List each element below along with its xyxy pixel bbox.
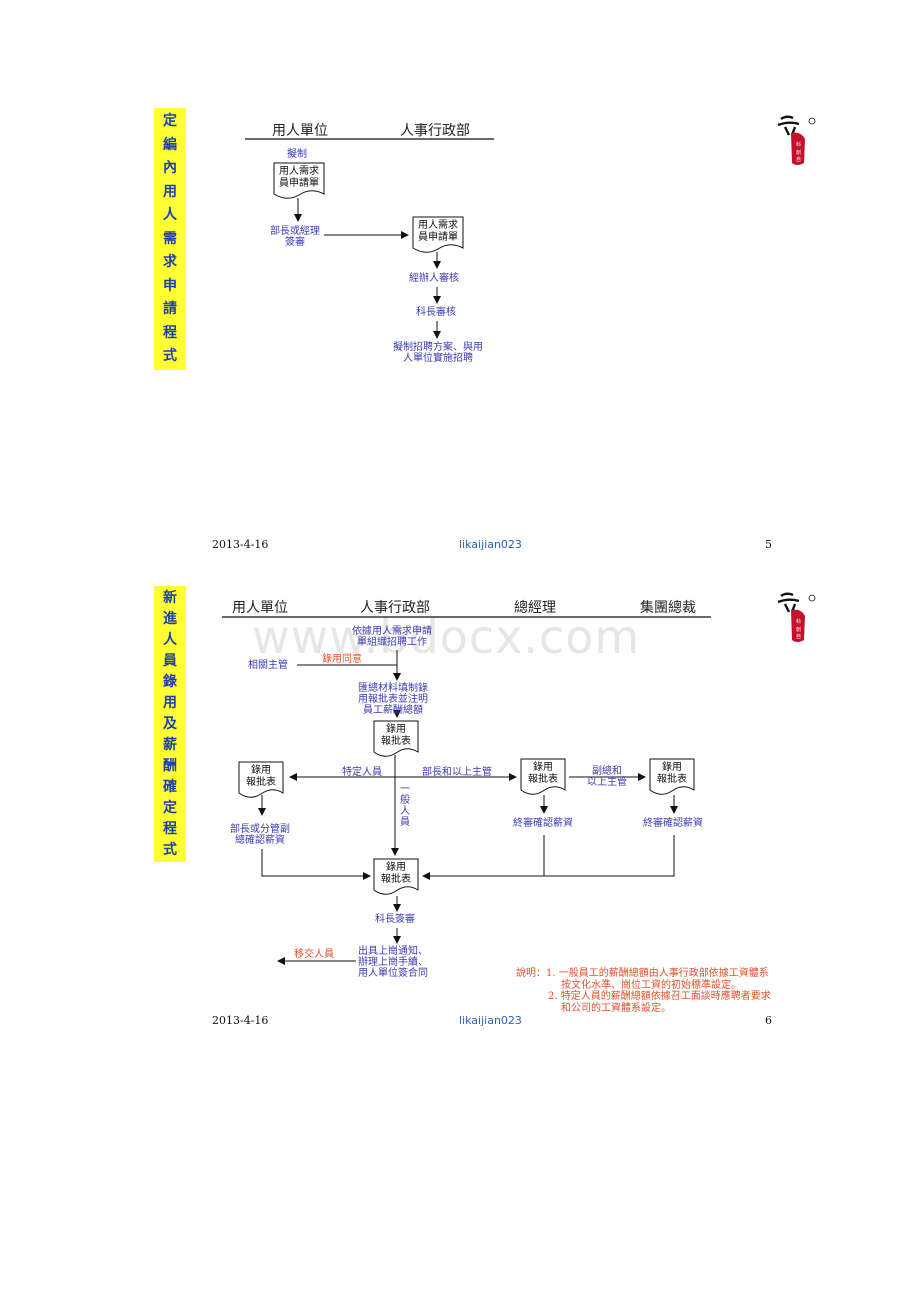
side-title-char: 請 [163,301,177,317]
slide2-header-col3: 總經理 [514,600,556,616]
document-approval-form-gm: 錄用報批表 [520,758,566,796]
document-form-b: 用人需求 員申請單 [412,216,464,254]
side-title-char: 式 [163,842,177,858]
side-title-char: 及 [163,716,177,732]
side-title-char: 人 [163,632,177,648]
note-line2b: 和公司的工資體系設定。 [561,1002,671,1014]
doc-line: 員申請單 [418,232,458,243]
label-section-review: 科長審核 [416,307,456,318]
label-section-sign: 科長簽審 [375,914,415,925]
side-title-char: 定 [163,113,177,129]
label-dept-confirm: 部長或分管副 總確認薪資 [230,824,290,846]
side-title-char: 薪 [163,737,177,753]
slide2-footer-page: 6 [765,1014,772,1027]
side-title-char: 求 [163,254,177,270]
doc-line: 員申請單 [279,178,319,189]
slide1-footer-date: 2013-4-16 [212,538,269,551]
doc-line: 用人需求 [418,220,458,231]
note-line1: 1. 一般員工的薪酬總額由人事行政部依據工資體系 [546,968,769,979]
document-approval-form-ceo: 錄用報批表 [649,758,695,796]
side-title-char: 用 [163,695,177,711]
document-form-a: 用人需求 員申請單 [273,162,325,200]
brand-logo: 科 創 自 [775,590,817,650]
label-officer-review: 經辦人審核 [409,273,459,284]
label-special-staff: 特定人員 [342,767,382,778]
slide2-header-col4: 集團總裁 [640,600,696,616]
label-dept-above: 部長和以上主管 [422,767,492,778]
label-organize: 依據用人需求申請 單組織招聘工作 [352,626,432,648]
svg-text:科: 科 [796,618,801,625]
slide1-header-col1: 用人單位 [272,123,328,139]
label-final-confirm-gm: 終審確認薪資 [513,818,573,829]
slide2-footer-date: 2013-4-16 [212,1014,269,1027]
side-title-char: 程 [163,821,177,837]
watermark: www.bdocx.com [252,610,641,664]
note-line1b: 按文化水準、崗位工資的初始標準設定。 [561,979,741,991]
side-title-char: 內 [163,160,177,176]
slide2-header-col2: 人事行政部 [360,600,430,616]
doc-line: 用人需求 [279,166,319,177]
label-compile: 匯總材料填制錄 用報批表並注明 員工薪酬總額 [358,683,428,716]
svg-text:自: 自 [796,633,801,640]
svg-text:自: 自 [796,156,801,163]
svg-text:創: 創 [796,149,801,156]
label-deputy-above: 副總和 以上主管 [587,766,627,788]
side-title-char: 程 [163,324,177,341]
side-title-char: 式 [163,348,177,364]
slide1-footer-author[interactable]: likaijian023 [459,538,522,551]
slide2-footer-author[interactable]: likaijian023 [459,1014,522,1027]
side-title-char: 員 [163,653,177,669]
side-title-char: 酬 [163,758,177,774]
side-title-char: 用 [163,183,177,200]
label-handover: 移交人員 [294,949,334,960]
side-title-char: 需 [163,230,177,247]
svg-text:科: 科 [796,141,801,148]
side-title-char: 申 [163,277,177,294]
label-related-manager: 相關主管 [248,660,288,671]
label-draft: 擬制 [287,149,307,160]
document-approval-form-bottom: 錄用報批表 [373,858,419,896]
side-title-char: 進 [163,611,177,627]
slide1-header-col2: 人事行政部 [400,123,470,139]
slide1-footer-page: 5 [765,538,772,551]
label-hire-agree: 錄用同意 [322,654,362,665]
note-block: 說明：1. 一般員工的薪酬總額由人事行政部依據工資體系 按文化水準、崗位工資的初… [516,968,771,1014]
label-issue: 出具上崗通知、 辦理上崗手續、 用人單位簽合同 [358,946,428,979]
side-title-char: 人 [163,207,177,223]
slide1-side-title: 定編內用人需求申請程式 [154,108,186,370]
note-prefix: 說明： [516,968,546,979]
side-title-char: 定 [163,800,177,816]
note-line2: 2. 特定人員的薪酬總額依據召工面談時應聘者要求 [548,991,771,1002]
label-dept-approve: 部長或經理 簽審 [270,226,320,248]
label-recruit-plan: 擬制招聘方案、與用 人單位實施招聘 [393,342,483,364]
side-title-char: 錄 [163,674,177,690]
side-title-char: 編 [163,136,177,153]
slide2-side-title: 新進人員錄用及薪酬確定程式 [154,586,186,862]
label-final-confirm-ceo: 終審確認薪資 [643,818,703,829]
svg-text:創: 創 [796,626,801,633]
document-approval-form-center: 錄用報批表 [373,720,419,758]
slide2-header-col1: 用人單位 [232,600,288,616]
document-approval-form-left: 錄用報批表 [238,761,284,799]
brand-logo: 科 創 自 [775,113,817,173]
side-title-char: 新 [163,590,177,606]
label-general-staff: 一 般 人 員 [400,784,410,828]
side-title-char: 確 [163,779,177,795]
